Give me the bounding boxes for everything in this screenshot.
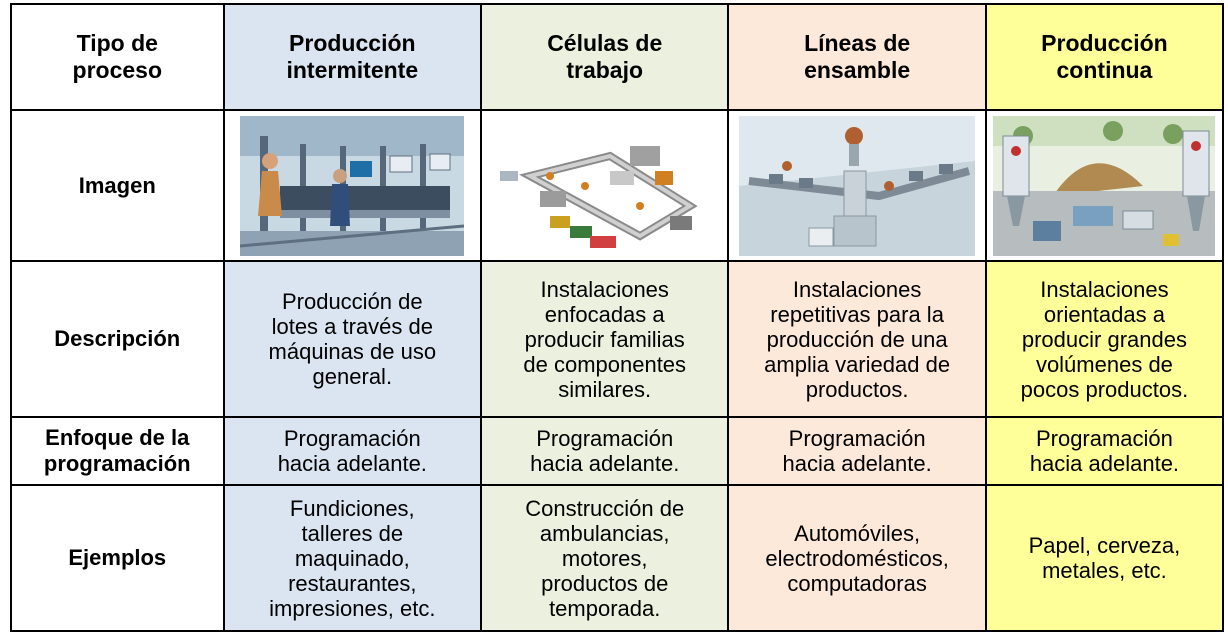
row-label-ejemplos: Ejemplos — [10, 484, 225, 632]
process-types-table: Tipo de proceso Producción intermitente … — [10, 3, 1225, 632]
descripcion-intermitente: Producción de lotes a través de máquinas… — [222, 260, 483, 418]
descripcion-lineas: Instalaciones repetitivas para la produc… — [727, 260, 987, 418]
assembly-line-illustration — [739, 115, 976, 256]
header-celulas-de-trabajo: Células de trabajo — [480, 3, 730, 111]
header-tipo-de-proceso: Tipo de proceso — [10, 3, 225, 111]
workshop-photo — [240, 115, 465, 256]
header-lineas-de-ensamble: Líneas de ensamble — [727, 3, 987, 111]
work-cell-layout-illustration — [489, 115, 720, 256]
enfoque-continua: Programación hacia adelante. — [984, 416, 1225, 486]
enfoque-lineas: Programación hacia adelante. — [727, 416, 987, 486]
ejemplos-continua: Papel, cerveza, metales, etc. — [984, 484, 1225, 632]
description-row: Descripción Producción de lotes a través… — [10, 260, 1225, 418]
row-label-descripcion: Descripción — [10, 260, 225, 418]
header-produccion-intermitente: Producción intermitente — [222, 3, 483, 111]
header-produccion-continua: Producción continua — [984, 3, 1225, 111]
ejemplos-row: Ejemplos Fundiciones, talleres de maquin… — [10, 484, 1225, 632]
image-cell-celulas — [480, 109, 730, 262]
ejemplos-lineas: Automóviles, electrodomésticos, computad… — [727, 484, 987, 632]
enfoque-intermitente: Programación hacia adelante. — [222, 416, 483, 486]
image-cell-continua — [984, 109, 1225, 262]
image-row: Imagen — [10, 109, 1225, 262]
row-label-enfoque: Enfoque de la programación — [10, 416, 225, 486]
descripcion-celulas: Instalaciones enfocadas a producir famil… — [480, 260, 730, 418]
ejemplos-intermitente: Fundiciones, talleres de maquinado, rest… — [222, 484, 483, 632]
row-label-imagen: Imagen — [10, 109, 225, 262]
image-cell-lineas — [727, 109, 987, 262]
continuous-plant-illustration — [993, 115, 1216, 256]
enfoque-celulas: Programación hacia adelante. — [480, 416, 730, 486]
enfoque-row: Enfoque de la programación Programación … — [10, 416, 1225, 486]
header-row: Tipo de proceso Producción intermitente … — [10, 3, 1225, 111]
image-cell-intermitente — [222, 109, 483, 262]
ejemplos-celulas: Construcción de ambulancias, motores, pr… — [480, 484, 730, 632]
descripcion-continua: Instalaciones orientadas a producir gran… — [984, 260, 1225, 418]
